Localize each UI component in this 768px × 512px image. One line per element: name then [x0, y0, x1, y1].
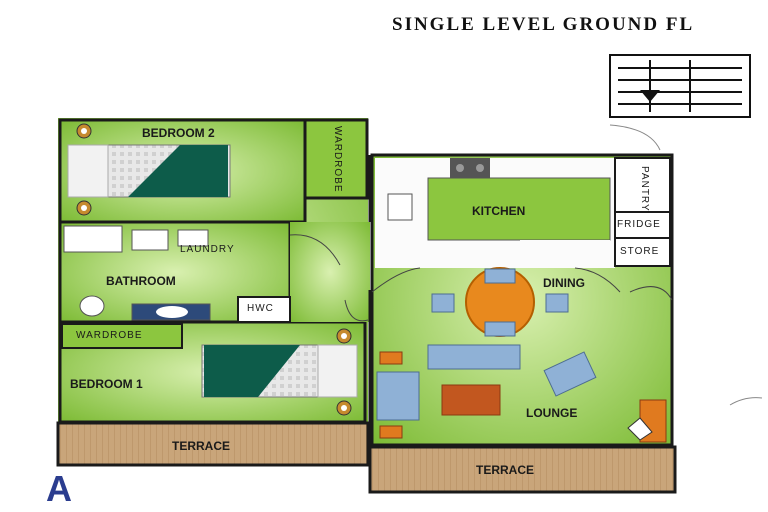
terrace-right: [368, 445, 677, 494]
bed1-icon: [201, 344, 358, 398]
label-store: STORE: [620, 246, 660, 257]
door-arc: [289, 234, 341, 266]
coffee-table-icon: [441, 384, 501, 416]
armchair-icon: [376, 371, 420, 421]
store-room: [614, 237, 671, 267]
plan-title: SINGLE LEVEL GROUND FL: [392, 14, 695, 35]
wardrobe-bottom-room: [61, 323, 183, 349]
kitchen-bench: [427, 177, 611, 241]
dining-table-icon: [431, 267, 569, 337]
wardrobe-top-room: [303, 118, 369, 200]
bed2-icon: [67, 144, 231, 198]
label-pantry: PANTRY: [639, 166, 650, 212]
stair-icon: [609, 54, 751, 118]
label-laundry: LAUNDRY: [180, 244, 235, 255]
label-bedroom1: BEDROOM 1: [70, 377, 143, 391]
lamp-icon: [76, 123, 352, 416]
label-fridge: FRIDGE: [617, 219, 661, 230]
hwc-room: [237, 296, 291, 323]
sink-icon: [387, 193, 413, 221]
stove-icon: [450, 158, 490, 178]
shower-icon: [63, 225, 123, 253]
terrace-left: [56, 421, 370, 467]
label-hwc: HWC: [247, 303, 274, 314]
entry-door-arc: [609, 124, 661, 151]
toilet-icon: [79, 295, 105, 317]
chair-icon: [543, 351, 597, 397]
label-terrace-left: TERRACE: [172, 439, 231, 453]
tub-icon: [177, 229, 209, 247]
label-bathroom: BATHROOM: [106, 274, 176, 288]
label-kitchen: KITCHEN: [472, 204, 526, 218]
label-wardrobe-top: WARDROBE: [332, 126, 343, 193]
sofa-icon: [427, 344, 521, 370]
side-table-icon: [379, 351, 403, 365]
label-bedroom2: BEDROOM 2: [142, 126, 215, 140]
washer-icon: [131, 229, 169, 251]
label-dining: DINING: [543, 276, 585, 290]
unit-label: A: [46, 468, 72, 509]
label-lounge: LOUNGE: [526, 406, 578, 420]
label-terrace-right: TERRACE: [476, 463, 535, 477]
kitchen-cutout: [520, 240, 610, 268]
label-wardrobe-bottom: WARDROBE: [76, 330, 143, 341]
hallway: [290, 222, 370, 322]
